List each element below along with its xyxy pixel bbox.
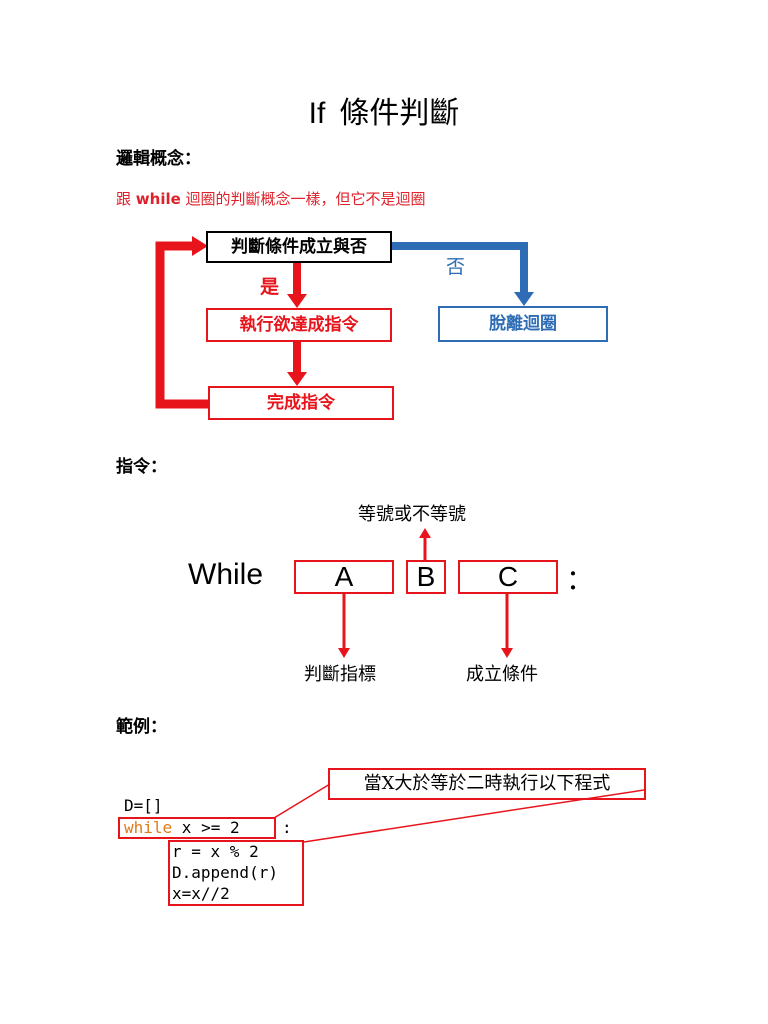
code-while-keyword: while <box>124 818 173 837</box>
title-zh: 條件判斷 <box>339 96 460 131</box>
code-line-1: D=[] <box>124 796 163 815</box>
concept-heading: 邏輯概念： <box>116 149 201 169</box>
while-line-box <box>118 817 276 839</box>
note-suffix: 迴圈的判斷概念一樣，但它不是迴圈 <box>180 190 426 208</box>
example-heading: 範例： <box>116 717 167 737</box>
no-arrow <box>392 242 528 294</box>
a-note-arrowhead <box>338 648 350 658</box>
code-body-2: D.append(r) <box>172 863 278 882</box>
while-keyword: While <box>188 558 264 591</box>
no-arrowhead <box>514 292 534 306</box>
b-note-arrowhead <box>419 528 431 538</box>
exec-done-arrowhead <box>287 372 307 386</box>
callout-line-1 <box>273 783 331 819</box>
code-body-3: x=x//2 <box>172 884 230 903</box>
concept-note: 跟 while 迴圈的判斷概念一樣，但它不是迴圈 <box>116 188 426 209</box>
slot-a: A <box>294 560 394 594</box>
note-keyword: while <box>135 190 181 208</box>
condition-box: 判斷條件成立與否 <box>206 231 392 263</box>
syntax-colon: ： <box>566 563 595 596</box>
slot-b: B <box>406 560 446 594</box>
c-note-arrowhead <box>501 648 513 658</box>
loop-back-arrow <box>155 241 208 409</box>
slot-c: C <box>458 560 558 594</box>
code-while-colon: : <box>282 818 292 837</box>
code-while-line: while x >= 2 <box>124 818 240 837</box>
a-note: 判斷指標 <box>304 664 376 685</box>
exit-box: 脫離迴圈 <box>438 306 608 342</box>
note-prefix: 跟 <box>116 190 136 208</box>
c-note: 成立條件 <box>466 664 538 685</box>
execute-box: 執行欲達成指令 <box>206 308 392 342</box>
done-box: 完成指令 <box>208 386 394 420</box>
yes-label: 是 <box>260 276 280 298</box>
loop-back-arrowhead <box>192 236 208 256</box>
page-title: If 條件判斷 <box>0 88 768 132</box>
example-callout: 當X大於等於二時執行以下程式 <box>328 768 646 800</box>
title-en: If <box>308 97 326 130</box>
yes-arrowhead <box>287 294 307 308</box>
syntax-heading: 指令： <box>116 457 167 477</box>
code-while-condition: x >= 2 <box>172 818 240 837</box>
b-note: 等號或不等號 <box>358 504 466 525</box>
loop-body-box <box>168 840 304 906</box>
no-label: 否 <box>446 256 466 278</box>
code-body-1: r = x % 2 <box>172 842 259 861</box>
